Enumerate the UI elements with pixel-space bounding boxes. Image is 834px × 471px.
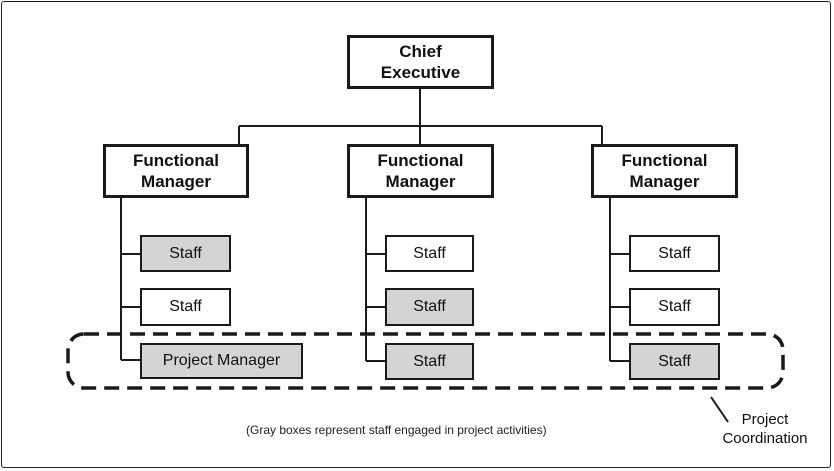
project-coordination-boundary [66,332,785,390]
project-manager-box: Project Manager [140,343,303,379]
manager-1-line2: Manager [141,172,211,191]
manager-2-line1: Functional [377,151,464,170]
ceo-line1: Chief [399,42,442,61]
callout-line2: Coordination [722,430,808,447]
staff-box: Staff [385,288,474,326]
functional-manager-box-2: Functional Manager [347,144,494,198]
staff-box: Staff [140,235,231,272]
staff-box: Staff [385,235,474,272]
staff-box: Staff [629,343,720,380]
manager-3-line2: Manager [629,172,700,191]
project-coordination-label: Project Coordination [712,410,818,448]
ceo-line2: Executive [380,63,461,82]
callout-pointer [710,396,729,423]
callout-line1: Project [741,411,789,428]
staff-box: Staff [629,235,720,272]
functional-manager-box-1: Functional Manager [103,144,249,198]
staff-box: Staff [385,343,474,380]
functional-manager-box-3: Functional Manager [591,144,738,198]
manager-2-line2: Manager [385,172,456,191]
staff-box: Staff [140,288,231,326]
manager-1-line1: Functional [133,151,219,170]
legend-note: (Gray boxes represent staff engaged in p… [246,423,547,437]
manager-3-line1: Functional [621,151,708,170]
chief-executive-box: Chief Executive [347,35,494,89]
staff-box: Staff [629,288,720,326]
